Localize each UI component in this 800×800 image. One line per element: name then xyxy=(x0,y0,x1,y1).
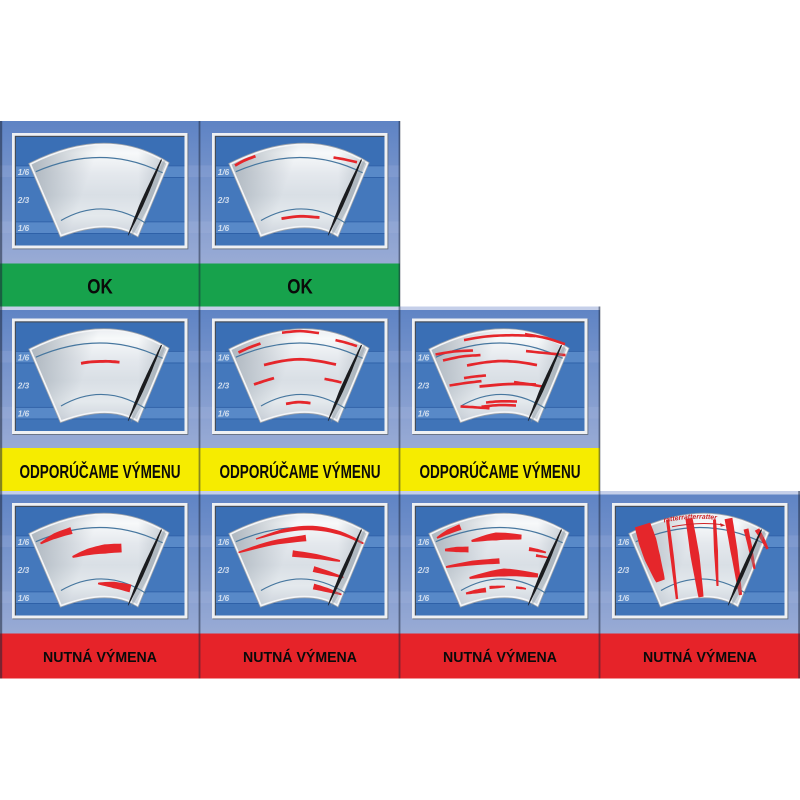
svg-text:ODPORÚČAME VÝMENU: ODPORÚČAME VÝMENU xyxy=(420,461,581,482)
svg-text:NUTNÁ VÝMENA: NUTNÁ VÝMENA xyxy=(443,648,557,666)
svg-text:NUTNÁ VÝMENA: NUTNÁ VÝMENA xyxy=(643,648,757,666)
svg-text:ODPORÚČAME VÝMENU: ODPORÚČAME VÝMENU xyxy=(220,461,381,482)
svg-text:ODPORÚČAME VÝMENU: ODPORÚČAME VÝMENU xyxy=(20,461,181,482)
svg-text:OK: OK xyxy=(87,276,113,299)
svg-text:OK: OK xyxy=(287,276,313,299)
svg-text:NUTNÁ VÝMENA: NUTNÁ VÝMENA xyxy=(43,648,157,666)
svg-text:NUTNÁ VÝMENA: NUTNÁ VÝMENA xyxy=(243,648,357,666)
svg-text:ratterratterratter: ratterratterratter xyxy=(663,514,718,525)
